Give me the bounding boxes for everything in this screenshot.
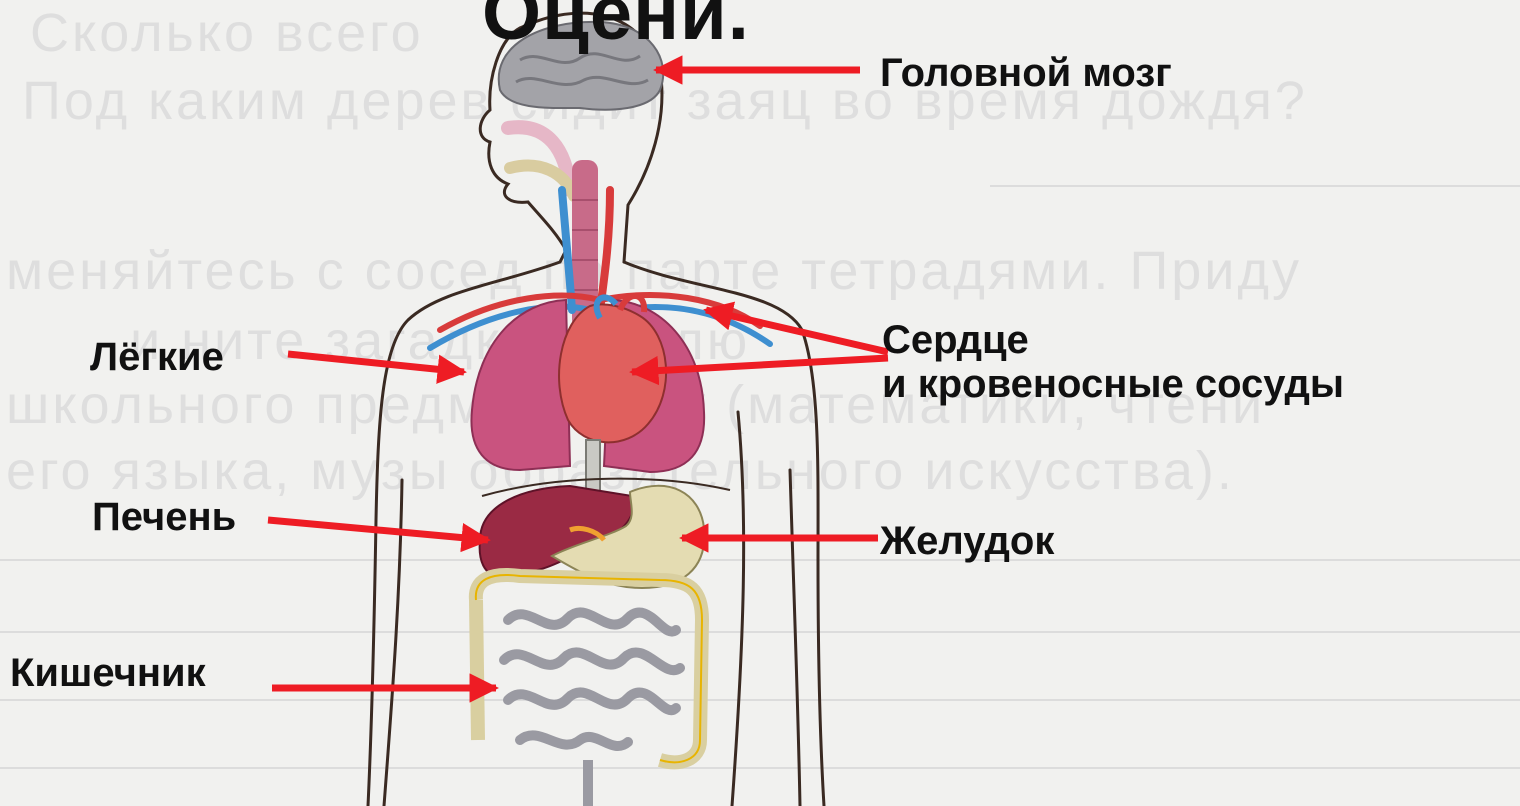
right-side-line [732, 412, 744, 806]
label-heart-line1: Сердце [882, 318, 1029, 362]
label-lungs: Лёгкие [90, 336, 224, 378]
arrow-vessels [706, 310, 888, 352]
arrow-lungs [288, 354, 464, 372]
arrow-liver [268, 520, 488, 540]
label-heart-line2: и кровеносные сосуды [882, 362, 1344, 406]
label-intestine: Кишечник [10, 652, 206, 694]
page-title: Оцени. [482, 0, 750, 57]
right-arm-inner [790, 470, 800, 806]
label-liver: Печень [92, 496, 236, 538]
label-stomach: Желудок [880, 520, 1054, 562]
label-heart-vessels: Сердце и кровеносные сосуды [882, 318, 1344, 406]
label-brain: Головной мозг [880, 52, 1172, 94]
intestines [476, 575, 702, 806]
